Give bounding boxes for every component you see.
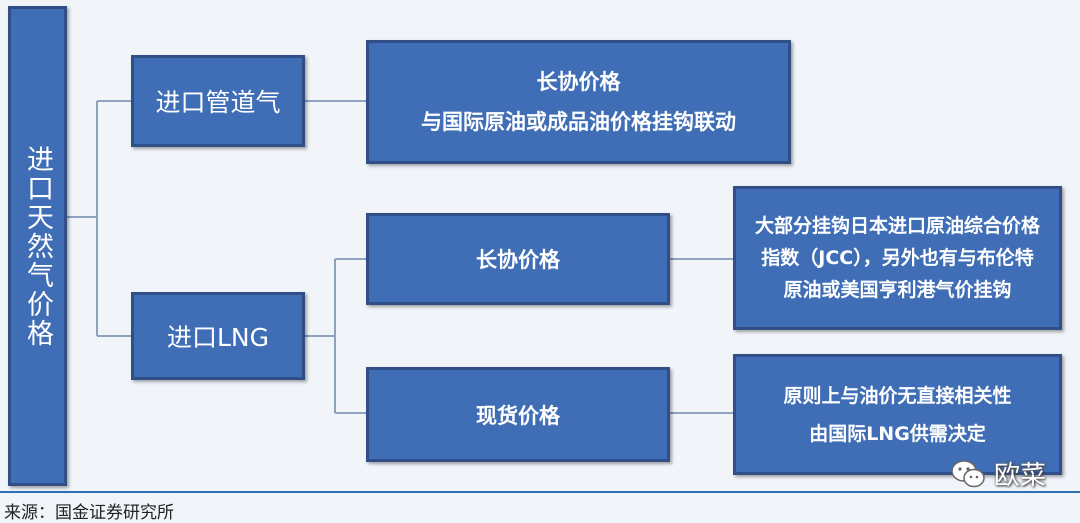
root-node-import-gas-price: 进口天然气价格 (8, 6, 67, 486)
node-lng-long-term-label: 长协价格 (476, 248, 560, 272)
long-term-desc-line-2: 指数（JCC），另外也有与布伦特 (761, 247, 1034, 269)
pipeline-pricing-line-2: 与国际原油或成品油价格挂钩联动 (421, 110, 736, 134)
spot-desc-line-1: 原则上与油价无直接相关性 (783, 384, 1012, 407)
root-node-label: 进口天然气价格 (22, 144, 53, 348)
node-import-lng: 进口LNG (131, 292, 305, 380)
source-note: 来源：国金证券研究所 (4, 503, 174, 523)
long-term-desc-line-1: 大部分挂钩日本进口原油综合价格 (754, 215, 1040, 237)
node-import-pipeline-gas-label: 进口管道气 (155, 88, 281, 117)
watermark: 欧菜 (950, 455, 1046, 492)
node-lng-spot-label: 现货价格 (476, 403, 560, 428)
node-long-term-description: 大部分挂钩日本进口原油综合价格 指数（JCC），另外也有与布伦特 原油或美国亨利… (733, 186, 1062, 330)
node-spot-description: 原则上与油价无直接相关性 由国际LNG供需决定 (733, 354, 1062, 475)
node-pipeline-pricing: 长协价格 与国际原油或成品油价格挂钩联动 (366, 40, 791, 164)
wechat-icon (951, 459, 985, 487)
footer-rule (0, 491, 1080, 493)
node-lng-long-term: 长协价格 (366, 213, 670, 305)
pipeline-pricing-line-1: 长协价格 (536, 70, 621, 94)
node-lng-spot: 现货价格 (366, 367, 670, 462)
node-import-lng-label: 进口LNG (166, 323, 269, 352)
watermark-text: 欧菜 (994, 461, 1047, 491)
node-import-pipeline-gas: 进口管道气 (131, 55, 305, 147)
long-term-desc-line-3: 原油或美国亨利港气价挂钩 (783, 279, 1012, 301)
spot-desc-line-2: 由国际LNG供需决定 (809, 422, 986, 445)
